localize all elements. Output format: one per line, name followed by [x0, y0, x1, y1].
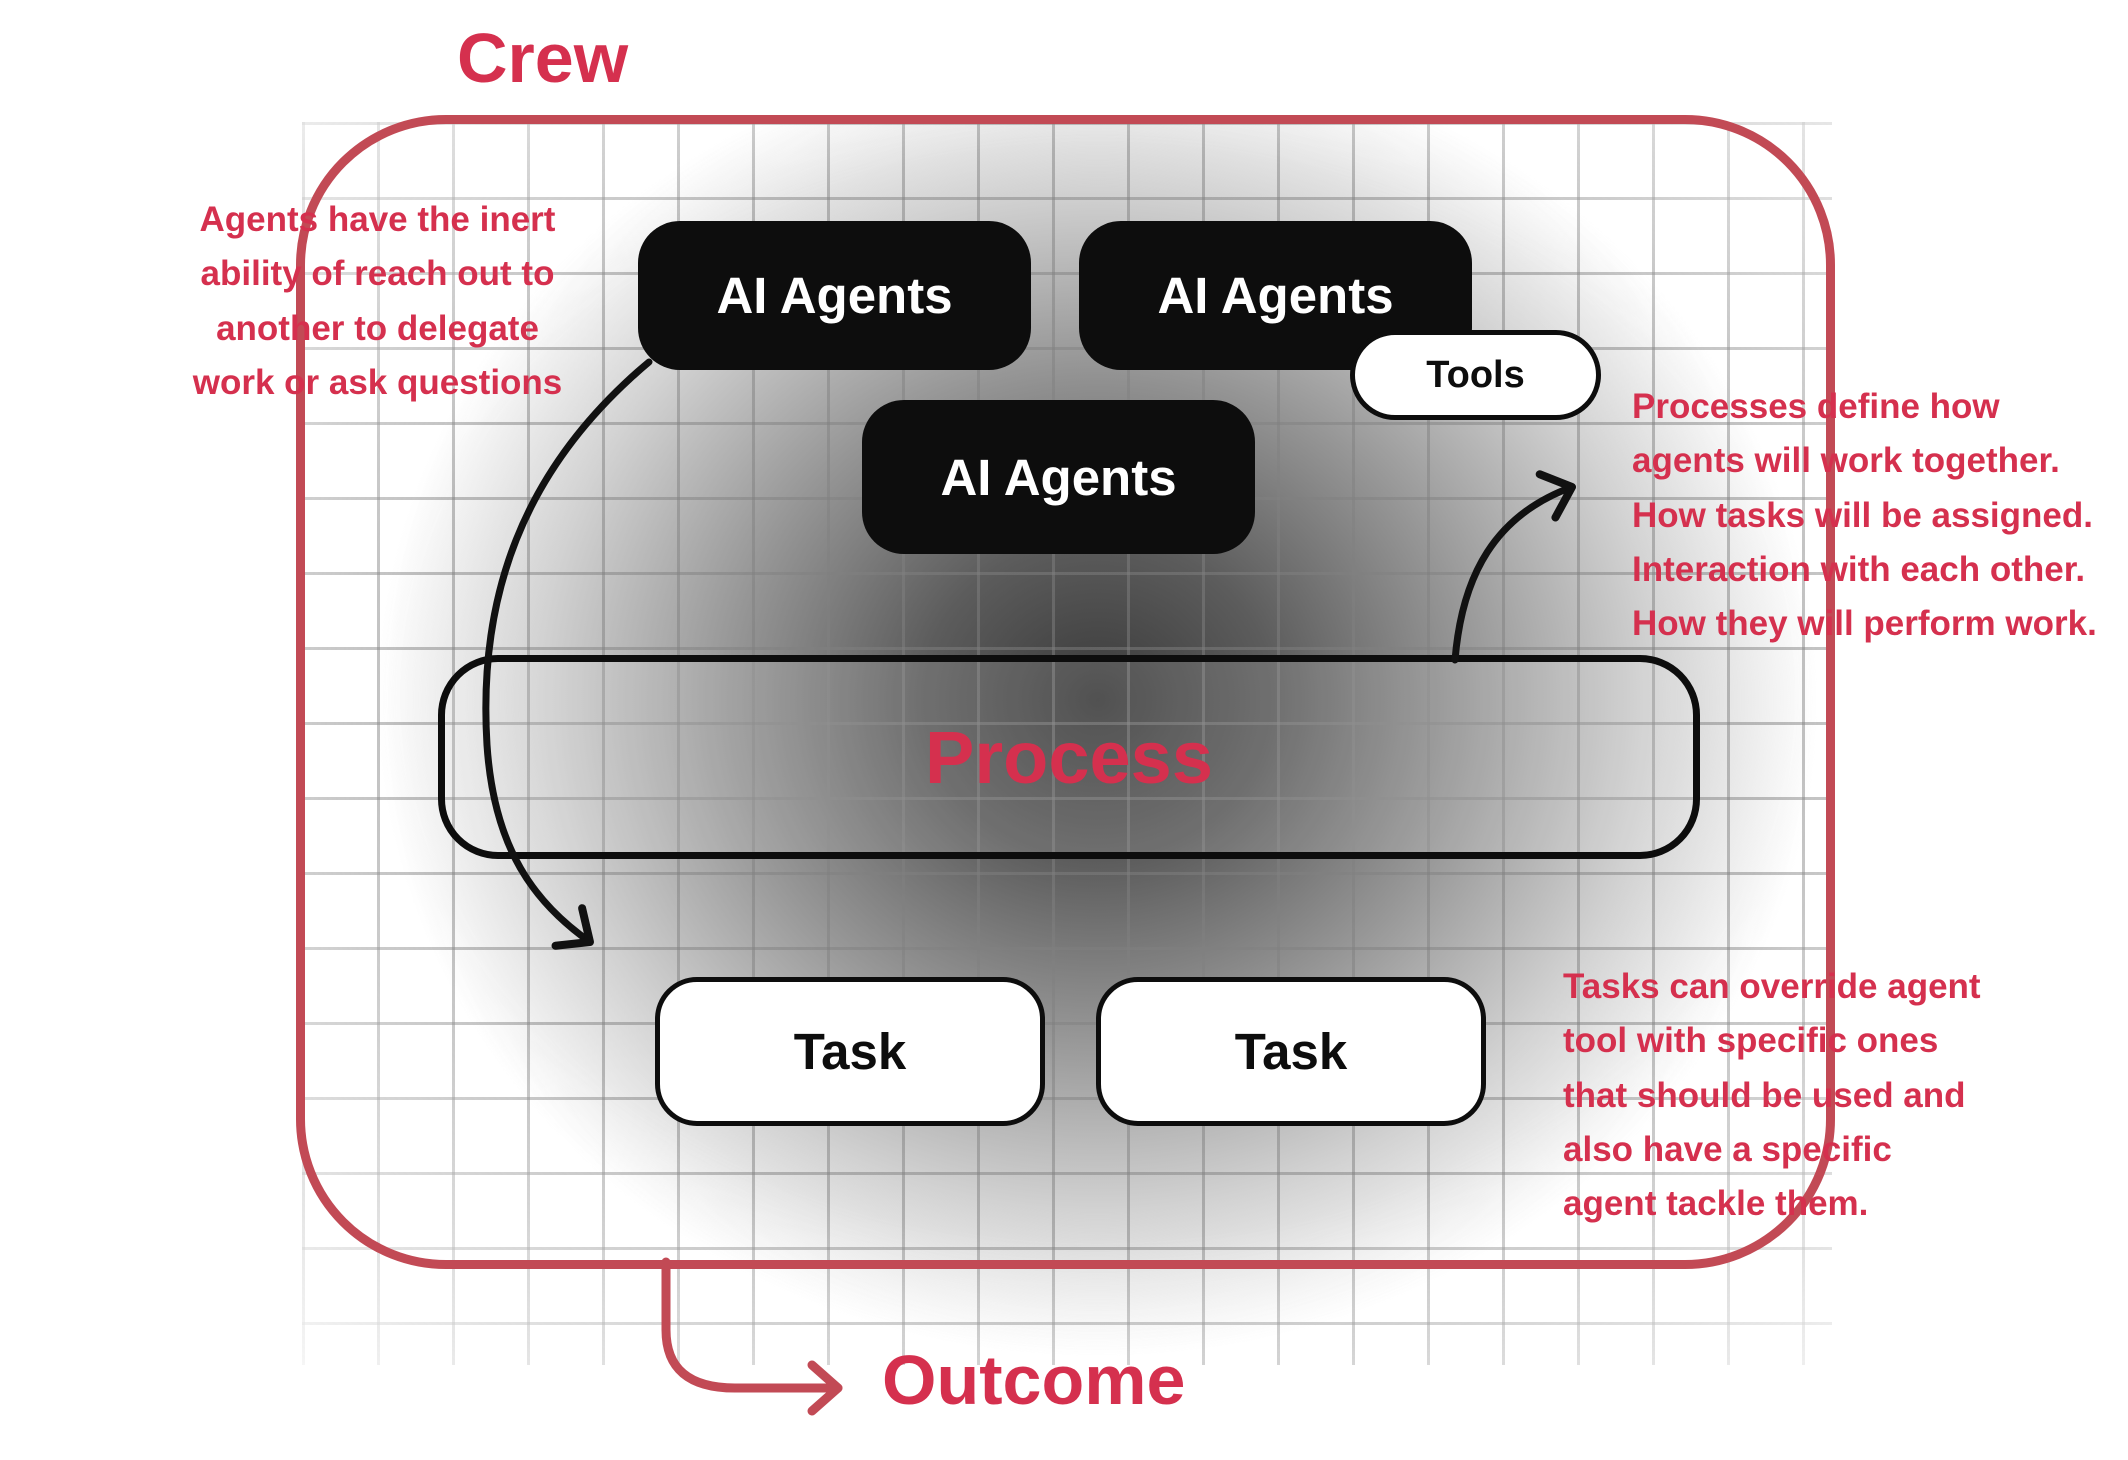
ai-agents-node-3: AI Agents — [862, 400, 1255, 554]
task-node-1: Task — [655, 977, 1045, 1126]
task-label-2: Task — [1234, 1023, 1348, 1080]
task-node-2: Task — [1096, 977, 1486, 1126]
crew-title: Crew — [457, 19, 629, 97]
ai-agents-label-3: AI Agents — [940, 448, 1177, 506]
process-label: Process — [925, 715, 1213, 799]
task-label-1: Task — [793, 1023, 907, 1080]
annotation-process-definition: Processes define how agents will work to… — [1632, 387, 2097, 643]
annotation-task-override: Tasks can override agent tool with speci… — [1563, 967, 1981, 1223]
ai-agents-label-1: AI Agents — [716, 267, 953, 324]
annotation-agents-delegation: Agents have the inert ability of reach o… — [192, 200, 563, 402]
outcome-label: Outcome — [882, 1341, 1186, 1419]
tools-node: Tools — [1350, 330, 1601, 420]
ai-agents-label-2: AI Agents — [1157, 267, 1394, 324]
tools-label: Tools — [1426, 353, 1525, 396]
crew-boundary — [296, 115, 1835, 1269]
ai-agents-node-1: AI Agents — [638, 221, 1031, 370]
process-node: Process — [438, 655, 1700, 859]
